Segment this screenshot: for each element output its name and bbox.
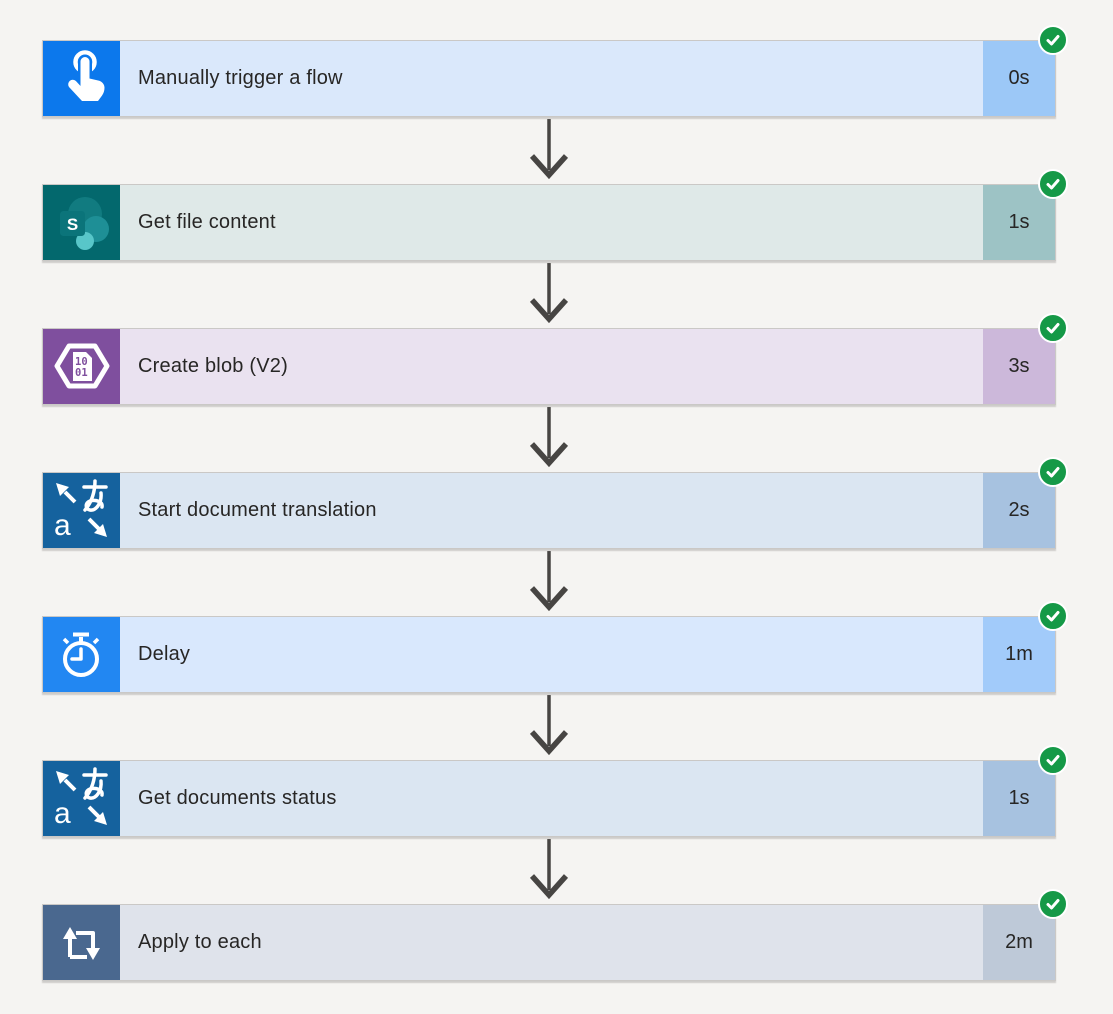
- step-duration-badge: 1m: [983, 617, 1055, 692]
- connector-arrow-icon: [42, 693, 1056, 760]
- sharepoint-icon: S: [43, 185, 120, 260]
- flow-step-apply-to-each[interactable]: Apply to each 2m: [42, 889, 1068, 981]
- step-body: Delay: [120, 617, 983, 692]
- connector-arrow-icon: [42, 261, 1056, 328]
- step-body: Create blob (V2): [120, 329, 983, 404]
- manual-trigger-icon: [43, 41, 120, 116]
- status-success-icon: [1038, 889, 1068, 919]
- svg-text:a: a: [54, 509, 71, 542]
- connector-arrow-icon: [42, 405, 1056, 472]
- step-duration-badge: 2m: [983, 905, 1055, 980]
- flow-step-get-file-content[interactable]: S Get file content 1s: [42, 169, 1068, 261]
- step-duration-badge: 2s: [983, 473, 1055, 548]
- status-success-icon: [1038, 25, 1068, 55]
- translator-icon: a: [43, 761, 120, 836]
- svg-text:S: S: [67, 215, 78, 234]
- status-success-icon: [1038, 457, 1068, 487]
- translator-icon: a: [43, 473, 120, 548]
- status-success-icon: [1038, 745, 1068, 775]
- svg-text:01: 01: [75, 367, 88, 379]
- apply-to-each-loop-icon: [43, 905, 120, 980]
- step-body: Get file content: [120, 185, 983, 260]
- step-duration-badge: 0s: [983, 41, 1055, 116]
- step-duration-badge: 1s: [983, 761, 1055, 836]
- step-body: Get documents status: [120, 761, 983, 836]
- status-success-icon: [1038, 601, 1068, 631]
- flow-step-start-document-translation[interactable]: a Start document translation 2s: [42, 457, 1068, 549]
- flow-run-canvas: Manually trigger a flow 0s S Get file co…: [42, 25, 1068, 981]
- connector-arrow-icon: [42, 117, 1056, 184]
- svg-text:a: a: [54, 797, 71, 830]
- step-title: Manually trigger a flow: [138, 67, 343, 89]
- step-duration-badge: 3s: [983, 329, 1055, 404]
- step-title: Get file content: [138, 211, 276, 233]
- flow-step-manually-trigger[interactable]: Manually trigger a flow 0s: [42, 25, 1068, 117]
- step-title: Delay: [138, 643, 191, 665]
- azure-blob-storage-icon: 10 01: [43, 329, 120, 404]
- connector-arrow-icon: [42, 837, 1056, 904]
- step-body: Apply to each: [120, 905, 983, 980]
- step-title: Start document translation: [138, 499, 377, 521]
- flow-step-create-blob[interactable]: 10 01 Create blob (V2) 3s: [42, 313, 1068, 405]
- svg-text:10: 10: [75, 356, 88, 368]
- connector-arrow-icon: [42, 549, 1056, 616]
- step-body: Manually trigger a flow: [120, 41, 983, 116]
- step-title: Get documents status: [138, 787, 337, 809]
- step-title: Apply to each: [138, 931, 262, 953]
- flow-step-delay[interactable]: Delay 1m: [42, 601, 1068, 693]
- delay-stopwatch-icon: [43, 617, 120, 692]
- step-duration-badge: 1s: [983, 185, 1055, 260]
- step-title: Create blob (V2): [138, 355, 288, 377]
- status-success-icon: [1038, 169, 1068, 199]
- status-success-icon: [1038, 313, 1068, 343]
- step-body: Start document translation: [120, 473, 983, 548]
- flow-step-get-documents-status[interactable]: a Get documents status 1s: [42, 745, 1068, 837]
